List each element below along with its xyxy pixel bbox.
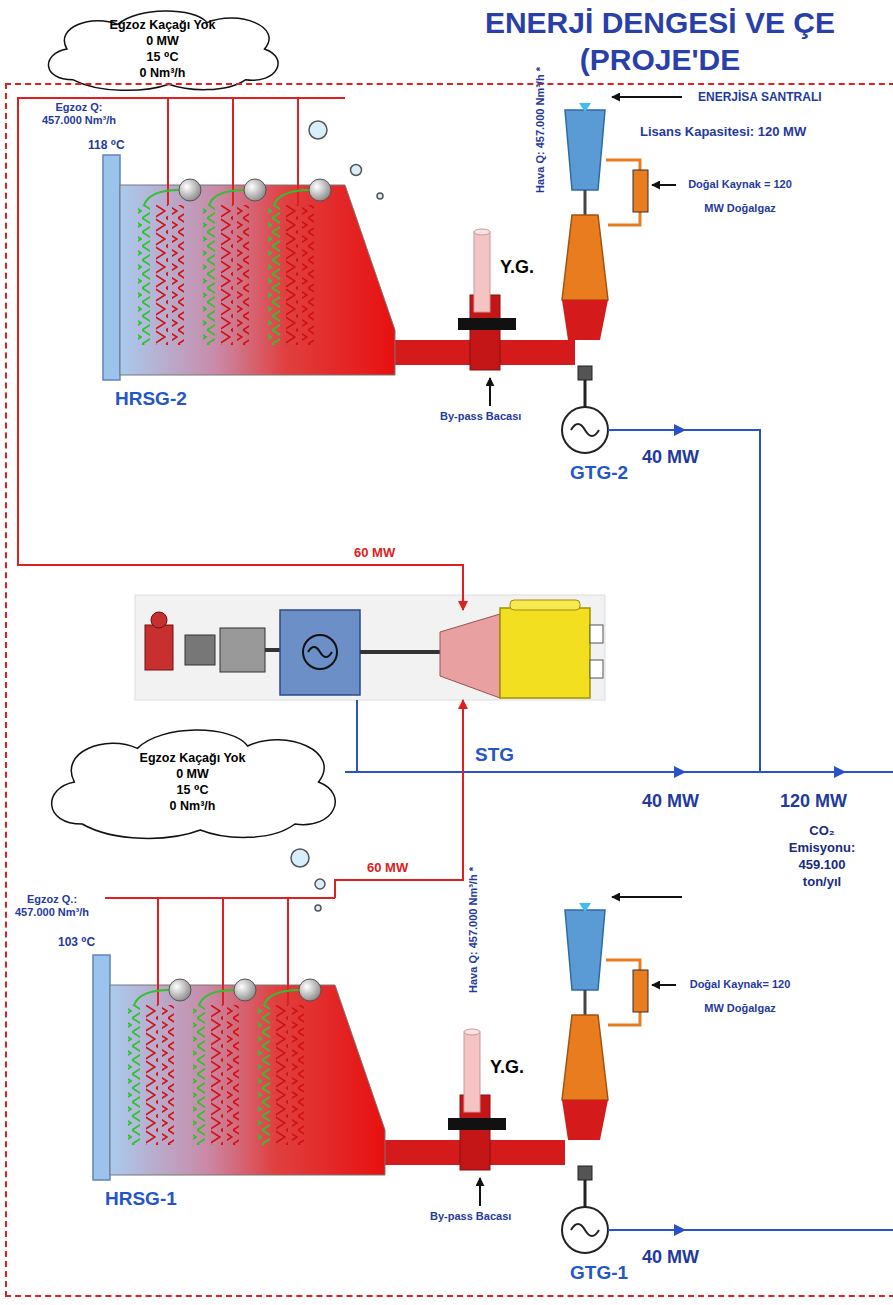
power-value: 40 MW: [642, 1246, 699, 1268]
unit-label: GTG-1: [570, 1262, 628, 1284]
cloud-text: 0 Nm³/h: [170, 798, 216, 814]
bypass-stack-label: By-pass Bacası: [440, 410, 521, 423]
cloud-text: Egzoz Kaçağı Yok: [110, 17, 216, 33]
exhaust-flow: Egzoz Q.: 457.000 Nm³/h: [8, 893, 96, 919]
steam-turbine-generator: STG: [440, 610, 605, 700]
air-flow: Hava Q: 457.000 Nm³/h *: [467, 867, 480, 993]
cloud-shape: [48, 11, 278, 90]
damper-label: Y.G.: [490, 1056, 524, 1078]
cloud-text: 15 ⁰C: [147, 49, 179, 65]
unit-label: HRSG-2: [115, 388, 187, 410]
hrsg-drawing: [103, 98, 575, 406]
cloud-outline: [35, 722, 350, 842]
steam-connector: [335, 700, 463, 898]
cloud-text: Egzoz Kaçağı Yok: [140, 750, 246, 766]
air-flow: Hava Q: 457.000 Nm³/h *: [534, 67, 547, 193]
capacity-note: Lisans Kapasitesi: 120 MW: [640, 124, 806, 140]
exhaust-flow: Egzoz Q: 457.000 Nm³/h: [35, 101, 123, 127]
leak-cloud: Egzoz Kaçağı Yok0 MW15 ⁰C0 Nm³/h: [35, 722, 350, 842]
hrsg-unit: HRSG-2: [15, 150, 350, 420]
power-value: 40 MW: [642, 446, 699, 468]
gas-turbine-generator: GTG-2: [555, 100, 645, 485]
power-line: [345, 430, 893, 1230]
page-title: ENERJİ DENGESİ VE ÇE (PROJE'DE: [420, 4, 893, 78]
unit-label: STG: [475, 744, 514, 766]
gas-turbine-drawing: [562, 897, 682, 1253]
edge-label: 60 MW: [352, 545, 397, 560]
steam-turbine-drawing: [135, 595, 605, 700]
cloud-text: 0 MW: [176, 766, 209, 782]
cloud-text: 15 ⁰C: [177, 782, 209, 798]
region-heading: ENERJİSA SANTRALI: [698, 90, 822, 104]
damper-label: Y.G.: [500, 256, 534, 278]
power-total: 120 MW: [780, 790, 847, 812]
steam-connector: [18, 420, 463, 610]
leak-cloud: Egzoz Kaçağı Yok0 MW15 ⁰C0 Nm³/h: [35, 5, 290, 93]
cloud-text: 0 MW: [146, 33, 179, 49]
temperature: 118 ⁰C: [88, 138, 125, 152]
gas-turbine-generator: GTG-1: [555, 890, 645, 1285]
emission-note: CO₂ Emisyonu: 459.100 ton/yıl: [782, 822, 862, 890]
temperature: 103 ⁰C: [58, 935, 95, 949]
power-value: 40 MW: [642, 790, 699, 812]
edge-label: 60 MW: [365, 860, 410, 875]
unit-label: GTG-2: [570, 462, 628, 484]
gas-turbine-drawing: [562, 97, 682, 453]
bypass-stack-label: By-pass Bacası: [430, 1210, 511, 1223]
hrsg-drawing: [93, 898, 565, 1206]
cloud-text: 0 Nm³/h: [140, 65, 186, 81]
fuel-input: Doğal Kaynak= 120 MW Doğalgaz: [680, 972, 800, 1020]
unit-label: HRSG-1: [105, 1188, 177, 1210]
fuel-input: Doğal Kaynak = 120 MW Doğalgaz: [680, 172, 800, 220]
cloud-shape: [52, 730, 336, 838]
plant-boundary: ENERJİSA SANTRALI HRSG-2GTG-2STG Egzoz Kaç…: [5, 83, 893, 1297]
